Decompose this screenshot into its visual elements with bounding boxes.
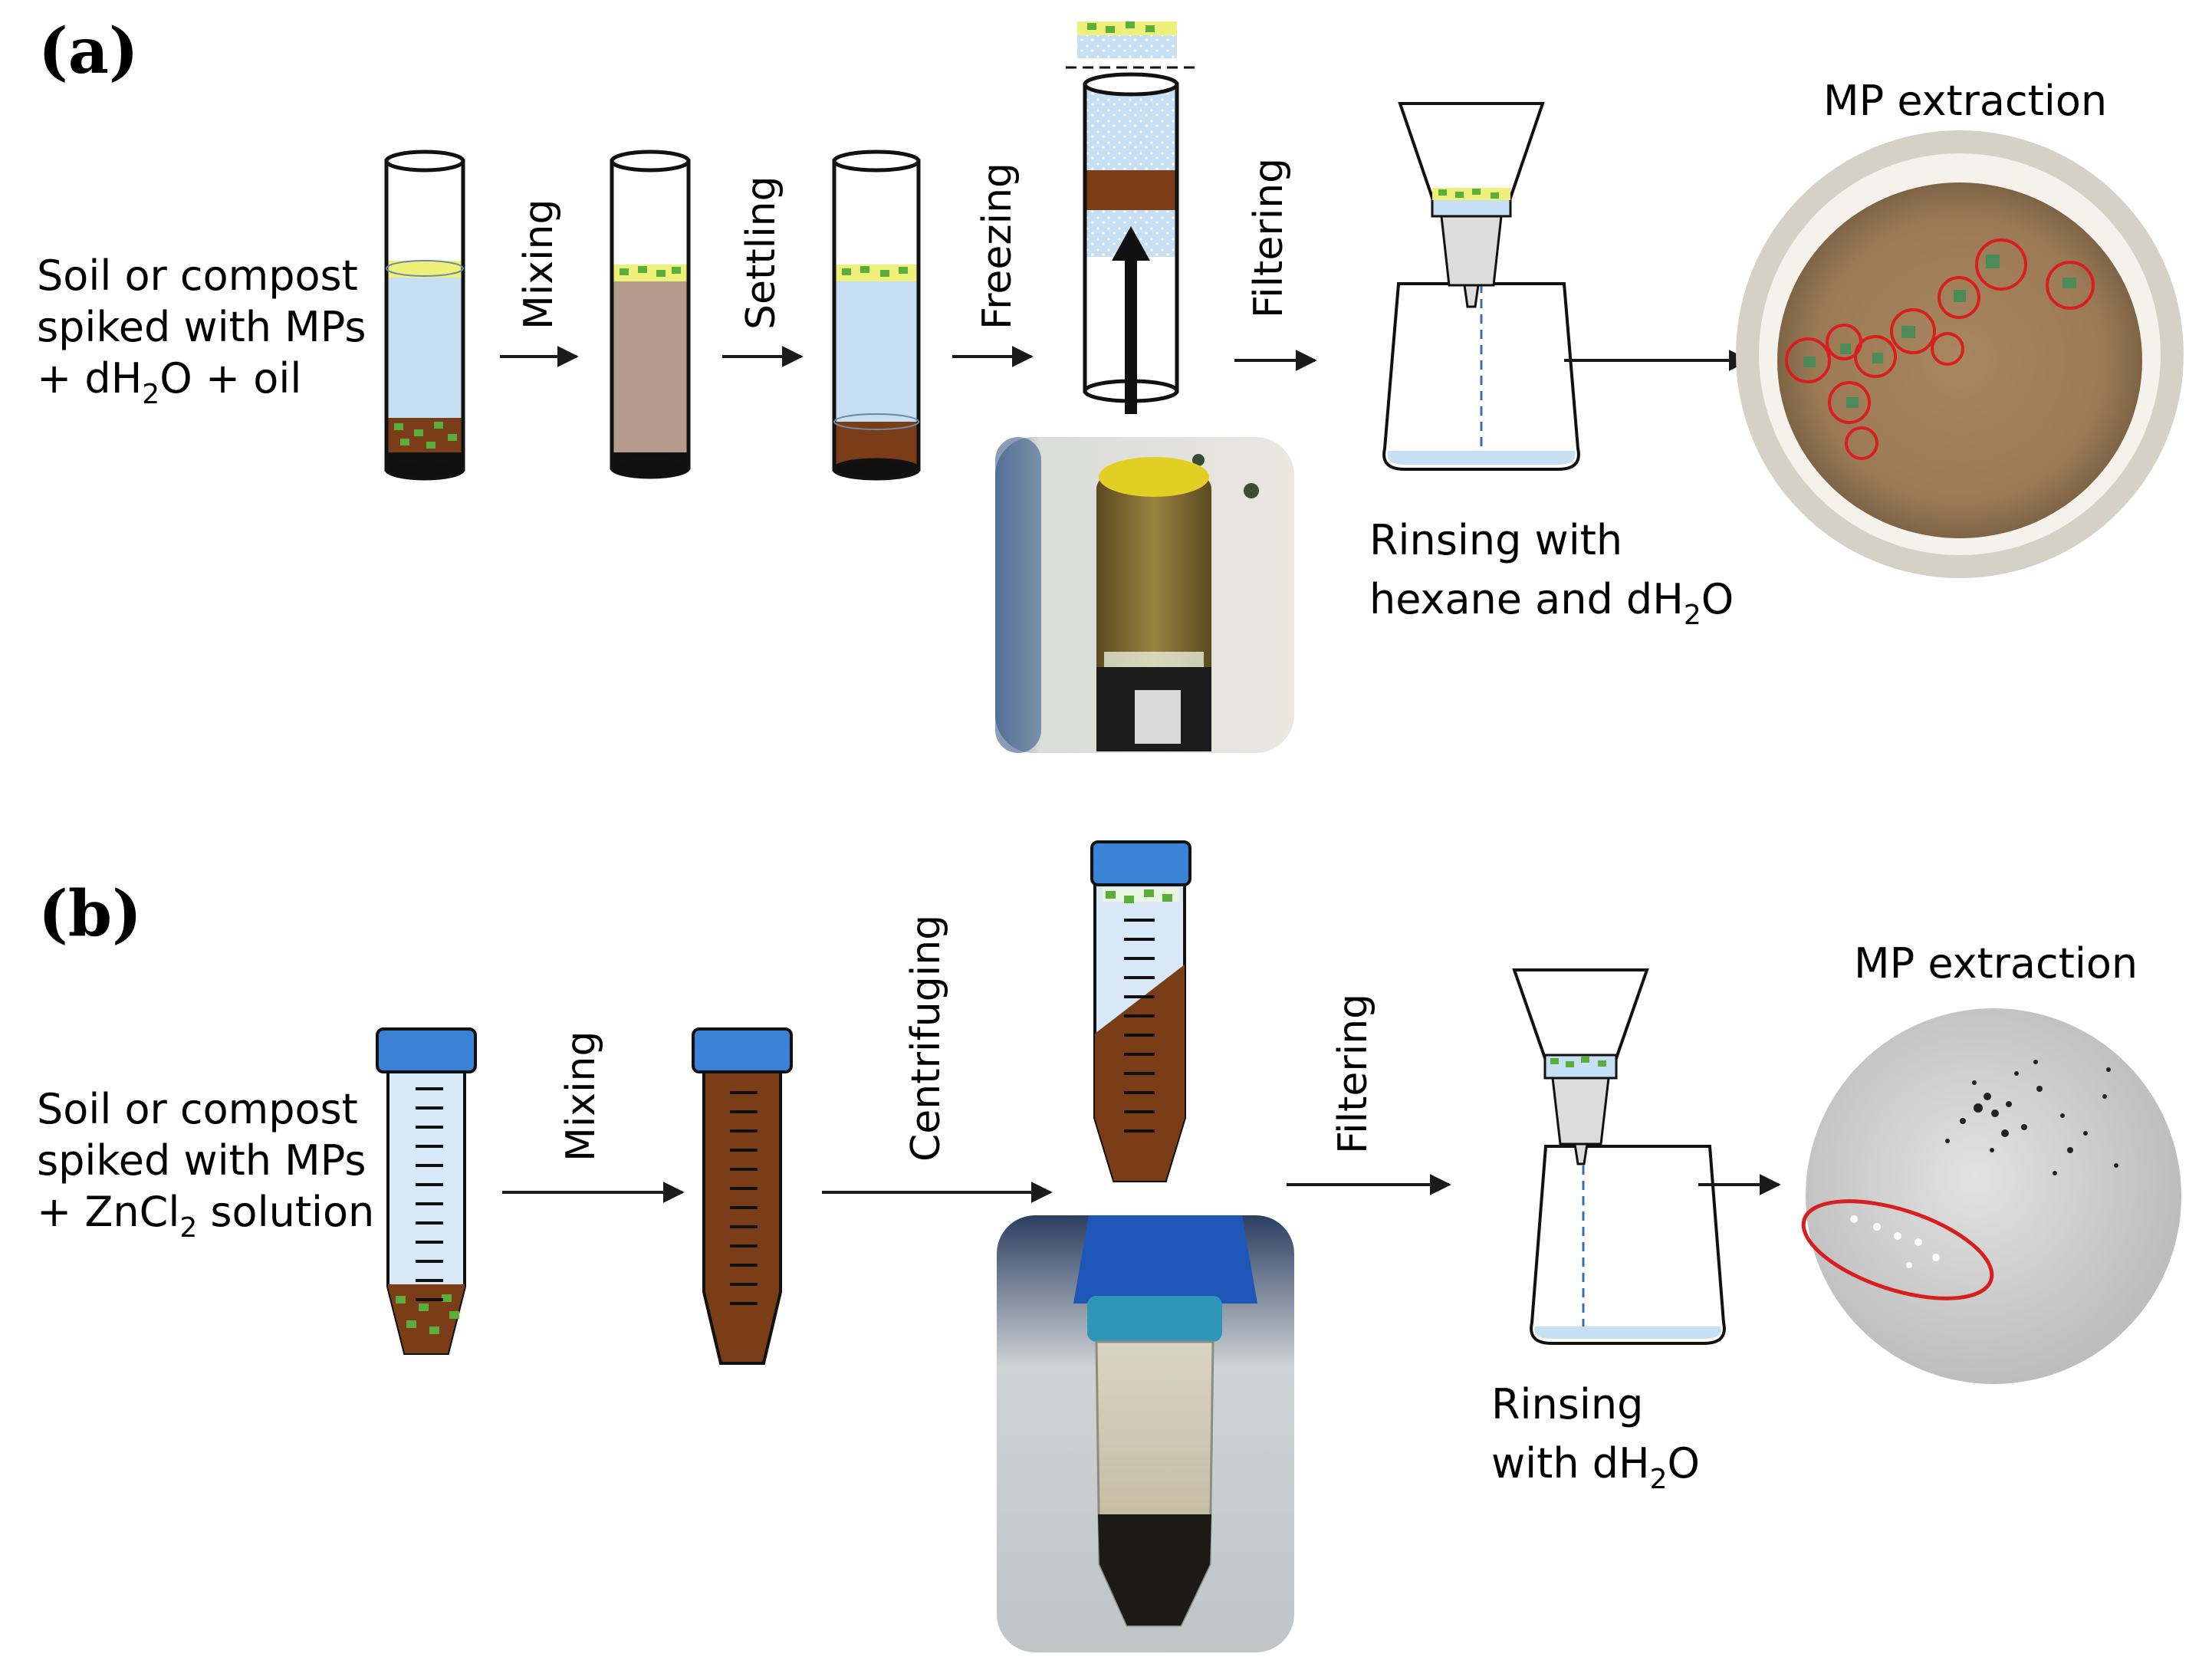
panel-a-input-label: Soil or compost spiked with MPs + dH2O +… bbox=[37, 251, 380, 410]
tube-mixed bbox=[610, 150, 691, 479]
tube-settled bbox=[832, 150, 921, 481]
panel-b-input-label: Soil or compost spiked with MPs + ZnCl2 … bbox=[37, 1085, 380, 1244]
rinse-label-b: Rinsing with dH2O bbox=[1491, 1380, 1700, 1495]
tube-frozen bbox=[1066, 21, 1200, 414]
result-title-a: MP extraction bbox=[1823, 77, 2107, 125]
photo-frozen-tube bbox=[995, 437, 1294, 753]
tube-conical-mixed bbox=[692, 1027, 793, 1365]
tube-initial bbox=[384, 150, 465, 481]
panel-b-label: (b) bbox=[38, 877, 142, 951]
step-settling: Settling bbox=[738, 176, 784, 330]
rinse-label-a: Rinsing with hexane and dH2O bbox=[1369, 516, 1734, 631]
panel-a-label: (a) bbox=[38, 15, 139, 88]
tube-conical-initial bbox=[376, 1027, 477, 1355]
tube-conical-centrifuged bbox=[1090, 840, 1191, 1182]
result-dish-b bbox=[1801, 1008, 2181, 1384]
step-filtering-b: Filtering bbox=[1330, 994, 1376, 1154]
filter-flask-b bbox=[1512, 968, 1726, 1345]
photo-centrifuged-tube bbox=[997, 1215, 1294, 1652]
step-filtering-a: Filtering bbox=[1246, 158, 1292, 318]
step-mixing-b: Mixing bbox=[558, 1031, 604, 1162]
result-title-b: MP extraction bbox=[1854, 939, 2138, 988]
result-dish-a bbox=[1736, 130, 2184, 578]
step-freezing: Freezing bbox=[975, 163, 1021, 330]
step-mixing-a: Mixing bbox=[516, 199, 562, 330]
filter-flask-a bbox=[1382, 102, 1580, 471]
step-centrifuging: Centrifuging bbox=[903, 915, 949, 1162]
